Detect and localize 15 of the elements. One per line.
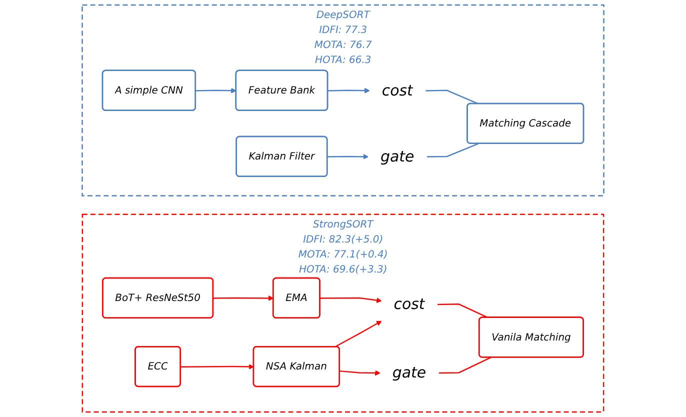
node-text: gate [380, 148, 414, 166]
arrow [340, 370, 380, 376]
arrow [327, 154, 369, 160]
arrow [334, 320, 382, 348]
arrow [328, 88, 370, 94]
connector [427, 143, 479, 158]
arrow [213, 295, 274, 301]
connector [438, 356, 492, 374]
node-text: cost [382, 82, 413, 100]
arrow [196, 88, 236, 94]
node-text: cost [394, 295, 425, 313]
arrow [180, 364, 254, 370]
arrow [320, 297, 382, 303]
node-text: gate [392, 364, 426, 382]
connector [438, 304, 488, 318]
